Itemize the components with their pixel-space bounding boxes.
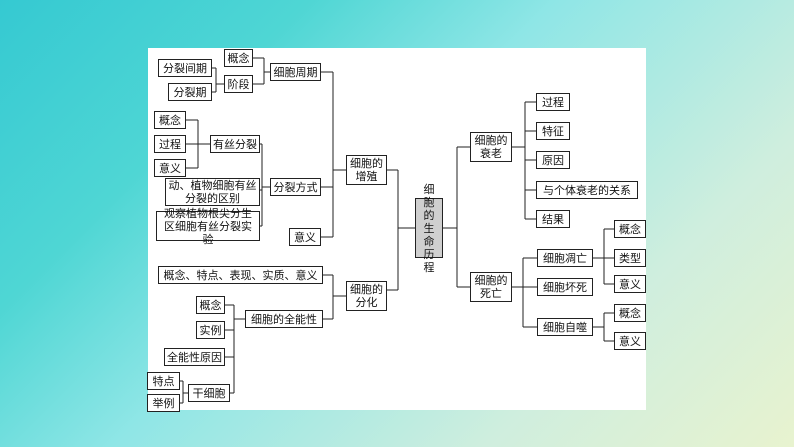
totipotency-node: 细胞的全能性: [245, 310, 323, 328]
division-phase: 分裂期: [168, 83, 212, 101]
mitosis-process: 过程: [154, 135, 186, 153]
senescence-node: 细胞的衰老: [470, 132, 512, 162]
stem-cell-feature: 特点: [147, 372, 180, 390]
totipotency-reason: 全能性原因: [164, 348, 225, 366]
stem-cell-example: 举例: [147, 394, 180, 412]
senescence-process: 过程: [536, 93, 570, 111]
totipotency-example: 实例: [196, 321, 225, 339]
autophagy-significance: 意义: [614, 332, 646, 350]
cell-cycle-phase: 阶段: [224, 75, 253, 93]
senescence-features: 特征: [536, 122, 570, 140]
mitosis-significance: 意义: [154, 159, 186, 177]
cell-cycle-node: 细胞周期: [270, 63, 321, 81]
totipotency-concept: 概念: [196, 296, 225, 314]
proliferation-node: 细胞的增殖: [346, 155, 387, 185]
apoptosis-concept: 概念: [614, 220, 646, 238]
necrosis-node: 细胞坏死: [537, 278, 593, 296]
autophagy-node: 细胞自噬: [537, 318, 593, 336]
stem-cell-node: 干细胞: [188, 384, 230, 402]
autophagy-concept: 概念: [614, 304, 646, 322]
mitosis-node: 有丝分裂: [210, 135, 260, 153]
senescence-relation: 与个体衰老的关系: [536, 181, 638, 199]
proliferation-significance: 意义: [289, 228, 321, 246]
senescence-result: 结果: [536, 210, 570, 228]
apoptosis-significance: 意义: [614, 275, 646, 293]
differentiation-summary: 概念、特点、表现、实质、意义: [158, 266, 323, 284]
mitosis-concept: 概念: [154, 111, 186, 129]
differentiation-node: 细胞的分化: [346, 281, 387, 311]
root-node: 细胞的生命历程: [415, 183, 443, 274]
plant-animal-difference: 动、植物细胞有丝分裂的区别: [165, 178, 260, 206]
root-tip-experiment: 观察植物根尖分生区细胞有丝分裂实验: [156, 207, 260, 246]
division-mode-node: 分裂方式: [270, 178, 321, 196]
death-node: 细胞的死亡: [470, 272, 512, 302]
senescence-cause: 原因: [536, 151, 570, 169]
apoptosis-node: 细胞凋亡: [537, 249, 593, 267]
cell-cycle-concept: 概念: [224, 49, 253, 67]
apoptosis-type: 类型: [614, 249, 646, 267]
interphase: 分裂间期: [158, 59, 212, 77]
